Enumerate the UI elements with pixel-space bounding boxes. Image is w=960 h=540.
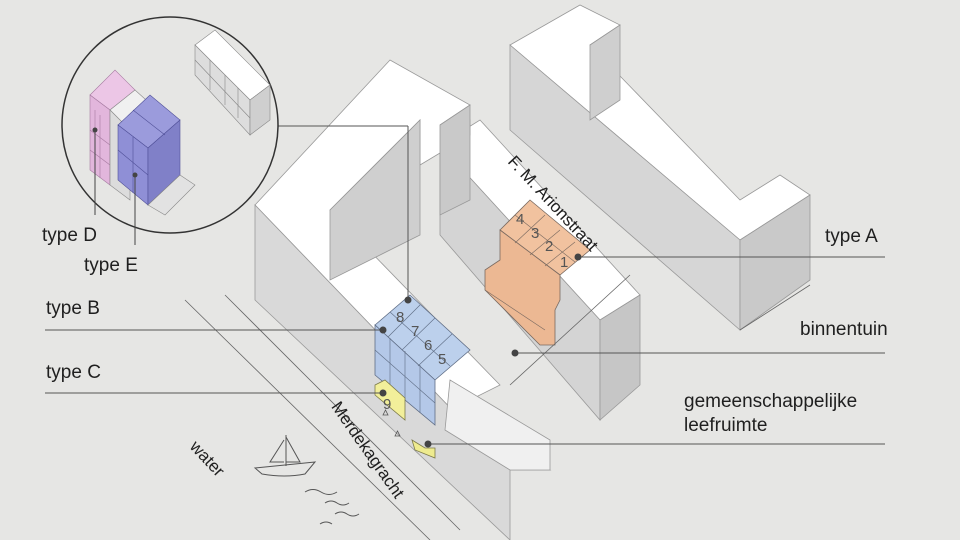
detail-magnifier — [61, 16, 279, 245]
unit-block-type-b: 8 7 6 5 — [374, 294, 471, 426]
unit-label: 4 — [516, 211, 524, 228]
label-type-d: type D — [42, 225, 97, 246]
unit-block-type-a: 4 3 2 1 — [484, 199, 591, 346]
label-leefruimte: leefruimte — [684, 415, 768, 436]
leader-dots — [379, 253, 582, 448]
unit-label: 2 — [545, 238, 553, 255]
boat-sketch — [253, 435, 360, 525]
label-type-b: type B — [46, 298, 100, 319]
label-type-c: type C — [46, 362, 101, 383]
unit-label: 9 — [383, 396, 391, 413]
street-lines — [184, 274, 811, 540]
entrance-markers — [382, 409, 401, 437]
building-right — [509, 4, 811, 331]
unit-label: 3 — [531, 225, 539, 242]
unit-label: 6 — [424, 337, 432, 354]
unit-label: 7 — [411, 323, 419, 340]
label-gemeenschappelijke: gemeenschappelijke — [684, 391, 858, 412]
unit-label: 5 — [438, 351, 446, 368]
unit-label: 8 — [396, 309, 404, 326]
label-type-e: type E — [84, 255, 138, 276]
leader-lines — [45, 125, 885, 445]
label-type-a: type A — [825, 226, 878, 247]
unit-label: 1 — [560, 254, 568, 271]
label-binnentuin: binnentuin — [800, 319, 888, 340]
